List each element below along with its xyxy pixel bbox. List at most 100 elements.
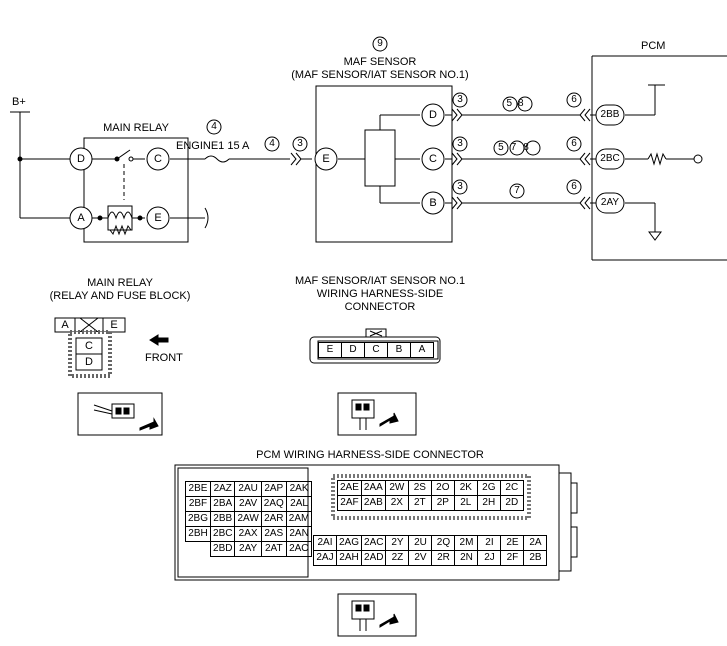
relay-pin-a: A xyxy=(77,212,85,224)
maf-conn-pin: D xyxy=(341,342,365,358)
connector-pin: 2T xyxy=(407,495,432,511)
maf-pin-b: B xyxy=(429,197,437,209)
connector-pin: 2I xyxy=(477,535,502,551)
connector-pin: 2BB xyxy=(210,511,236,527)
maf-callout: 9 xyxy=(377,38,383,49)
connector-pin: 2D xyxy=(499,495,524,511)
maf-conn-pin: A xyxy=(410,342,434,358)
connector-pin: 2W xyxy=(384,480,409,496)
maf-conn-pin: E xyxy=(318,342,342,358)
wire-d xyxy=(445,108,598,122)
connector-pin: 2BD xyxy=(210,541,236,557)
maf-pin-e: E xyxy=(322,153,330,165)
pcm-2ay-callout: 6 xyxy=(571,181,577,192)
connector-pin: 2BC xyxy=(210,526,236,542)
connector-pin: 2Y xyxy=(385,535,410,551)
main-relay-title: MAIN RELAY xyxy=(103,122,169,134)
connector-pin: 2AA xyxy=(360,480,386,496)
pcm-terminal-2ay xyxy=(595,192,625,214)
connector-pin: 2BE xyxy=(184,481,212,497)
relay-connector-subtitle: (RELAY AND FUSE BLOCK) xyxy=(49,290,191,302)
connector-pin: 2H xyxy=(476,495,501,511)
connector-pin: 2AP xyxy=(260,481,287,497)
connector-pin: 2AH xyxy=(335,550,363,566)
pcm-terminal-2bb xyxy=(595,104,625,126)
maf-connector-subtitle: WIRING HARNESS-SIDE xyxy=(316,288,444,300)
fuse-label: ENGINE1 15 A xyxy=(176,140,250,152)
connector-pin: 2AC xyxy=(361,535,387,551)
pcm-pin-2bb: 2BB xyxy=(600,109,620,120)
wire-d-callouts: 58 xyxy=(506,98,530,109)
pcm-2bb-callout: 6 xyxy=(571,94,577,105)
maf-terminal-e xyxy=(314,147,338,171)
maf-terminal-c xyxy=(421,147,445,171)
wire-b-callout: 7 xyxy=(514,185,520,196)
maf-terminal-b xyxy=(421,191,445,215)
connector-pin: 2AJ xyxy=(313,550,337,566)
connector-pin: 2BH xyxy=(184,526,212,542)
connector-pin: 2A xyxy=(523,535,548,551)
connector-pin: 2R xyxy=(431,550,456,566)
maf-conn-pin: B xyxy=(387,342,411,358)
pcm-terminal-2bc xyxy=(595,148,625,170)
connector-pin: 2AU xyxy=(234,481,262,497)
connector-pin: 2AF xyxy=(337,495,362,511)
connector-pin: 2AI xyxy=(313,535,337,551)
connector-pin: 2L xyxy=(453,495,478,511)
connector-pin: 2P xyxy=(430,495,455,511)
connector-pin: 2AD xyxy=(361,550,387,566)
connector-pin: 2AB xyxy=(360,495,386,511)
relay-terminal-c xyxy=(146,147,170,171)
connector-pin: 2Q xyxy=(431,535,456,551)
relay-terminal-d xyxy=(69,147,93,171)
pcm-pin-2bc: 2BC xyxy=(600,153,620,164)
pcm-connector-title: PCM WIRING HARNESS-SIDE CONNECTOR xyxy=(256,449,484,461)
connector-pin: 2J xyxy=(477,550,502,566)
maf-connector-subtitle-2: CONNECTOR xyxy=(344,301,416,313)
maf-title: MAF SENSOR xyxy=(343,56,417,68)
connector-pin: 2U xyxy=(408,535,433,551)
connector-pin: 2AL xyxy=(285,496,313,512)
maf-conn-pin: C xyxy=(364,342,388,358)
connector-pin: 2K xyxy=(453,480,478,496)
maf-pin-c: C xyxy=(429,153,437,165)
connector-pin: 2G xyxy=(476,480,501,496)
connector-pin: 2O xyxy=(430,480,455,496)
maf-connector-title: MAF SENSOR/IAT SENSOR NO.1 xyxy=(294,275,466,287)
connector-pin: 2AW xyxy=(234,511,262,527)
relay-pin-d: D xyxy=(77,153,85,165)
connector-pin: 2E xyxy=(500,535,525,551)
connector-pin: 2AY xyxy=(234,541,262,557)
pcm-2bc-callout: 6 xyxy=(571,138,577,149)
connector-pin: 2AM xyxy=(285,511,313,527)
connector-pin: 2BF xyxy=(184,496,212,512)
connector-pin: 2AK xyxy=(285,481,313,497)
relay-conn-pin-d: D xyxy=(85,356,93,368)
connector-pin: 2B xyxy=(523,550,548,566)
connector-pin: 2AS xyxy=(260,526,287,542)
supply-label: B+ xyxy=(12,96,26,108)
maf-element xyxy=(364,129,396,187)
connector-pin: 2BG xyxy=(184,511,212,527)
maf-terminal-d xyxy=(421,103,445,127)
relay-pin-e: E xyxy=(154,212,162,224)
maf-subtitle: (MAF SENSOR/IAT SENSOR NO.1) xyxy=(291,69,469,81)
maf-b-callout: 3 xyxy=(457,181,463,192)
connector-pin: 2Z xyxy=(385,550,410,566)
pcm-title: PCM xyxy=(641,40,666,52)
connector-pin: 2AX xyxy=(234,526,262,542)
front-label: FRONT xyxy=(145,352,183,364)
main-relay-box xyxy=(83,137,189,243)
